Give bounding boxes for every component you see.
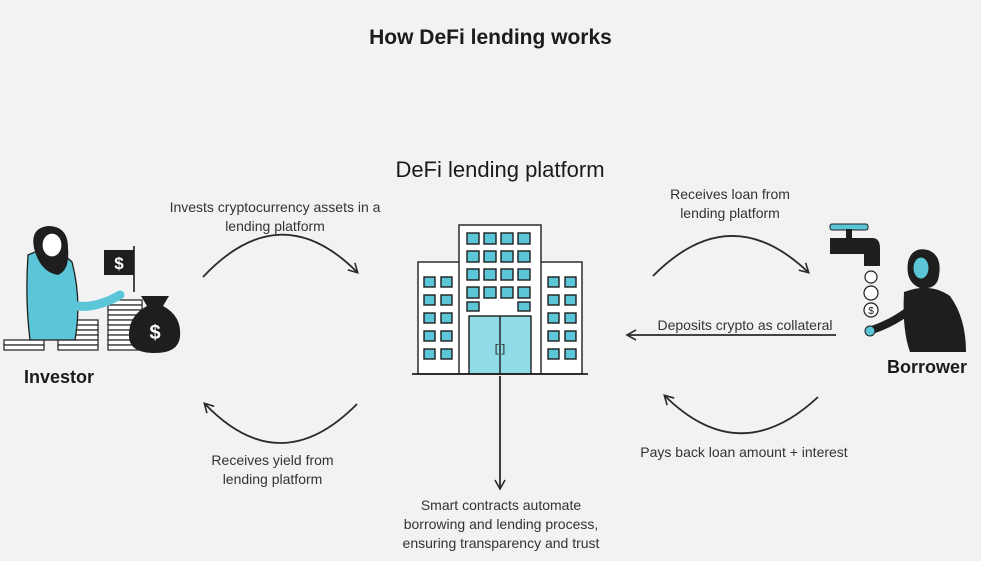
diagram-title: How DeFi lending works [369, 26, 612, 49]
building-glyph: [] [493, 344, 506, 356]
deposits-collateral-caption: Deposits crypto as collateral [657, 317, 833, 333]
pays-back-arrow [663, 394, 819, 435]
building-icon [412, 224, 588, 375]
pays-back-caption: Pays back loan amount + interest [640, 444, 848, 460]
investor-flag-symbol: $ [114, 254, 124, 273]
borrower-illustration: $ [829, 223, 966, 352]
invests-arrow [202, 233, 359, 278]
smart-contracts-caption: Smart contracts automate borrowing and l… [402, 497, 600, 551]
investor-illustration: $ $ [3, 226, 181, 353]
borrower-coin-symbol: $ [868, 306, 874, 317]
receives-yield-arrow [203, 402, 358, 444]
investor-bag-symbol: $ [149, 322, 160, 344]
borrower-label: Borrower [887, 357, 968, 377]
invests-caption: Invests cryptocurrency assets in a lendi… [169, 199, 381, 234]
receives-loan-caption: Receives loan from lending platform [670, 186, 790, 221]
receives-yield-caption: Receives yield from lending platform [211, 452, 334, 487]
receives-loan-arrow [652, 235, 810, 277]
platform-title: DeFi lending platform [395, 157, 605, 182]
investor-label: Investor [24, 367, 95, 387]
